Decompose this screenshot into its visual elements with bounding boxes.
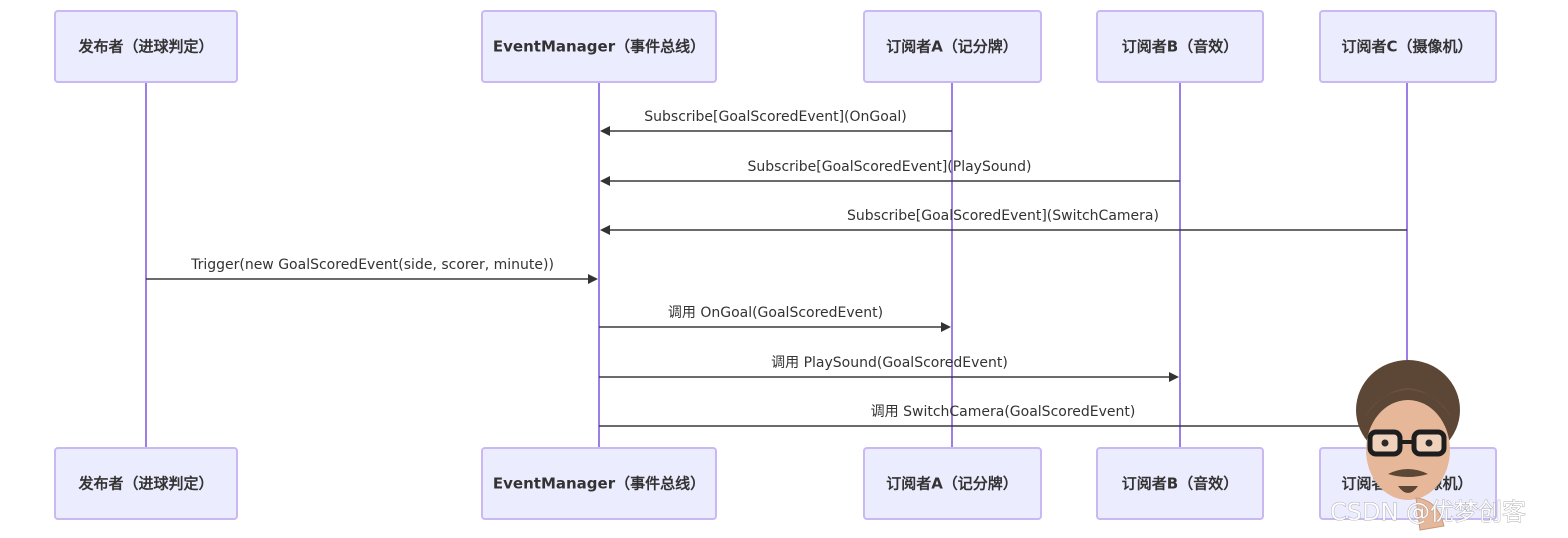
arrowhead-icon: [600, 176, 610, 186]
actor-label: 发布者（进球判定）: [77, 38, 213, 56]
actor-rect: [54, 447, 238, 520]
message-label: 调用 PlaySound(GoalScoredEvent): [771, 355, 1008, 371]
message-7: 调用 SwitchCamera(GoalScoredEvent): [599, 404, 1406, 431]
actor-box-event_manager-bottom: EventManager（事件总线）: [481, 447, 717, 520]
arrowhead-icon: [600, 225, 610, 235]
avatar-illustration: [1356, 360, 1460, 531]
actor-rect: [481, 10, 717, 83]
actor-box-subscriber_a-top: 订阅者A（记分牌）: [863, 10, 1042, 83]
message-label: Trigger(new GoalScoredEvent(side, scorer…: [190, 257, 554, 273]
actor-rect: [1319, 10, 1497, 83]
actor-rect: [1096, 10, 1264, 83]
actor-label: 订阅者A（记分牌）: [886, 475, 1018, 493]
message-label: Subscribe[GoalScoredEvent](PlaySound): [748, 159, 1032, 175]
actor-label: EventManager（事件总线）: [493, 475, 705, 493]
message-3: Subscribe[GoalScoredEvent](SwitchCamera): [600, 208, 1407, 235]
actor-box-event_manager-top: EventManager（事件总线）: [481, 10, 717, 83]
arrowhead-icon: [600, 126, 610, 136]
actor-box-subscriber_c-top: 订阅者C（摄像机）: [1319, 10, 1497, 83]
actor-box-subscriber_b-top: 订阅者B（音效）: [1096, 10, 1264, 83]
actor-box-publisher-top: 发布者（进球判定）: [54, 10, 238, 83]
actor-box-publisher-bottom: 发布者（进球判定）: [54, 447, 238, 520]
message-4: Trigger(new GoalScoredEvent(side, scorer…: [146, 257, 598, 284]
message-6: 调用 PlaySound(GoalScoredEvent): [599, 355, 1179, 382]
actor-label: 订阅者B（音效）: [1122, 475, 1238, 493]
actor-label: 订阅者B（音效）: [1122, 38, 1238, 56]
watermark-text: CSDN @优梦创客: [1330, 498, 1526, 526]
actor-rect: [1096, 447, 1264, 520]
actor-rect: [54, 10, 238, 83]
actor-label: 订阅者C（摄像机）: [1341, 38, 1472, 56]
actor-box-subscriber_a-bottom: 订阅者A（记分牌）: [863, 447, 1042, 520]
message-2: Subscribe[GoalScoredEvent](PlaySound): [600, 159, 1180, 186]
actor-rect: [481, 447, 717, 520]
message-label: Subscribe[GoalScoredEvent](SwitchCamera): [847, 208, 1159, 224]
actor-label: 发布者（进球判定）: [77, 475, 213, 493]
message-1: Subscribe[GoalScoredEvent](OnGoal): [600, 109, 952, 136]
actor-label: EventManager（事件总线）: [493, 38, 705, 56]
actor-box-subscriber_b-bottom: 订阅者B（音效）: [1096, 447, 1264, 520]
actor-label: 订阅者A（记分牌）: [886, 38, 1018, 56]
message-label: Subscribe[GoalScoredEvent](OnGoal): [644, 109, 907, 125]
arrowhead-icon: [941, 322, 951, 332]
arrowhead-icon: [588, 274, 598, 284]
message-label: 调用 SwitchCamera(GoalScoredEvent): [871, 404, 1136, 420]
actor-rect: [863, 447, 1042, 520]
actor-rect: [863, 10, 1042, 83]
arrowhead-icon: [1169, 372, 1179, 382]
message-5: 调用 OnGoal(GoalScoredEvent): [599, 305, 951, 332]
message-label: 调用 OnGoal(GoalScoredEvent): [668, 305, 883, 321]
